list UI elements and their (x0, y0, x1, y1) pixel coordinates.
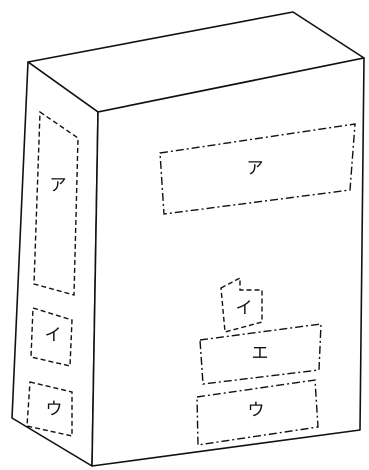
side-label-u: ウ (46, 400, 63, 420)
front-label-a: ア (247, 159, 264, 179)
front-label-i: イ (236, 299, 253, 319)
box-front-face (92, 58, 364, 466)
side-label-i: イ (45, 326, 62, 346)
front-label-u: ウ (248, 401, 265, 421)
side-label-a: ア (50, 176, 67, 196)
front-label-e: エ (252, 344, 269, 364)
